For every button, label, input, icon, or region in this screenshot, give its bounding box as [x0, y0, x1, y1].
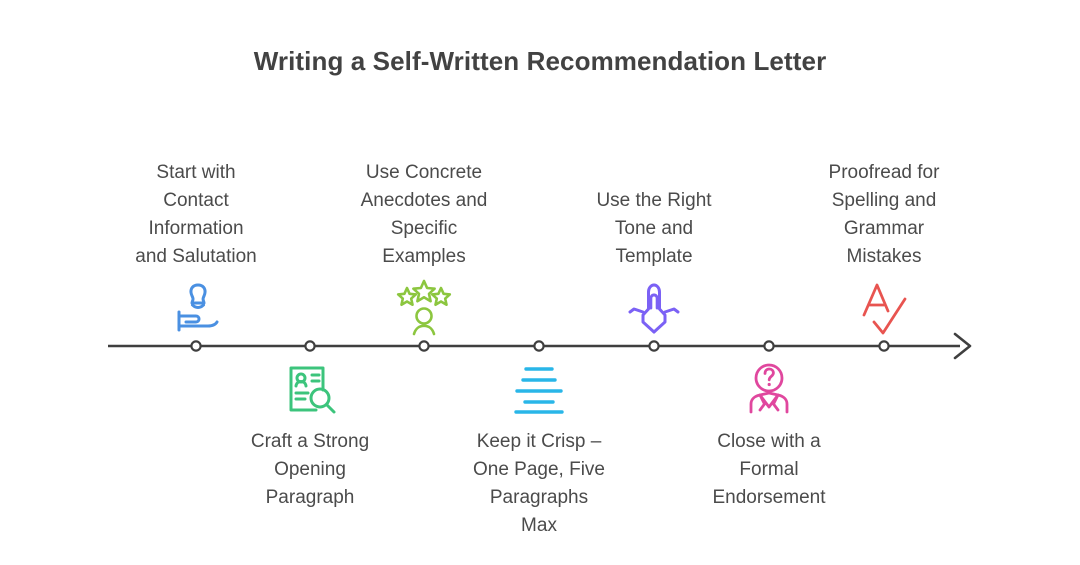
step-5-label: Use the Right Tone and Template: [596, 189, 712, 267]
timeline-step-4[interactable]: Keep it Crisp – One Page, Five Paragraph…: [444, 358, 634, 540]
step-3-label: Use Concrete Anecdotes and Specific Exam…: [360, 161, 488, 267]
step-7-label: Proofread for Spelling and Grammar Mista…: [828, 161, 940, 267]
letter-a-check-icon: [848, 277, 920, 339]
timeline-node[interactable]: [648, 340, 660, 352]
timeline-node[interactable]: [878, 340, 890, 352]
timeline-nodes: [190, 340, 890, 352]
resume-search-icon: [274, 358, 346, 420]
timeline-step-1[interactable]: Start with Contact Information and Salut…: [101, 159, 291, 339]
timeline-node[interactable]: [763, 340, 775, 352]
timeline-node[interactable]: [418, 340, 430, 352]
timeline-node[interactable]: [304, 340, 316, 352]
three-stars-person-icon: [388, 277, 460, 339]
question-person-suit-icon: [733, 358, 805, 420]
step-4-label: Keep it Crisp – One Page, Five Paragraph…: [472, 431, 606, 537]
timeline-step-2[interactable]: Craft a Strong Opening Paragraph: [215, 358, 405, 512]
timeline-step-5[interactable]: Use the Right Tone and Template: [559, 187, 749, 339]
text-lines-icon: [503, 358, 575, 420]
step-1-label: Start with Contact Information and Salut…: [135, 161, 257, 267]
timeline-step-7[interactable]: Proofread for Spelling and Grammar Mista…: [789, 159, 979, 339]
page-title: Writing a Self-Written Recommendation Le…: [253, 46, 827, 76]
step-2-label: Craft a Strong Opening Paragraph: [250, 431, 370, 509]
timeline-node[interactable]: [533, 340, 545, 352]
person-greeting-icon: [160, 277, 232, 339]
timeline-step-6[interactable]: Close with a Formal Endorsement: [674, 358, 864, 512]
timeline-step-3[interactable]: Use Concrete Anecdotes and Specific Exam…: [329, 159, 519, 339]
praying-hands-icon: [618, 277, 690, 339]
timeline-node[interactable]: [190, 340, 202, 352]
step-6-label: Close with a Formal Endorsement: [712, 431, 826, 509]
